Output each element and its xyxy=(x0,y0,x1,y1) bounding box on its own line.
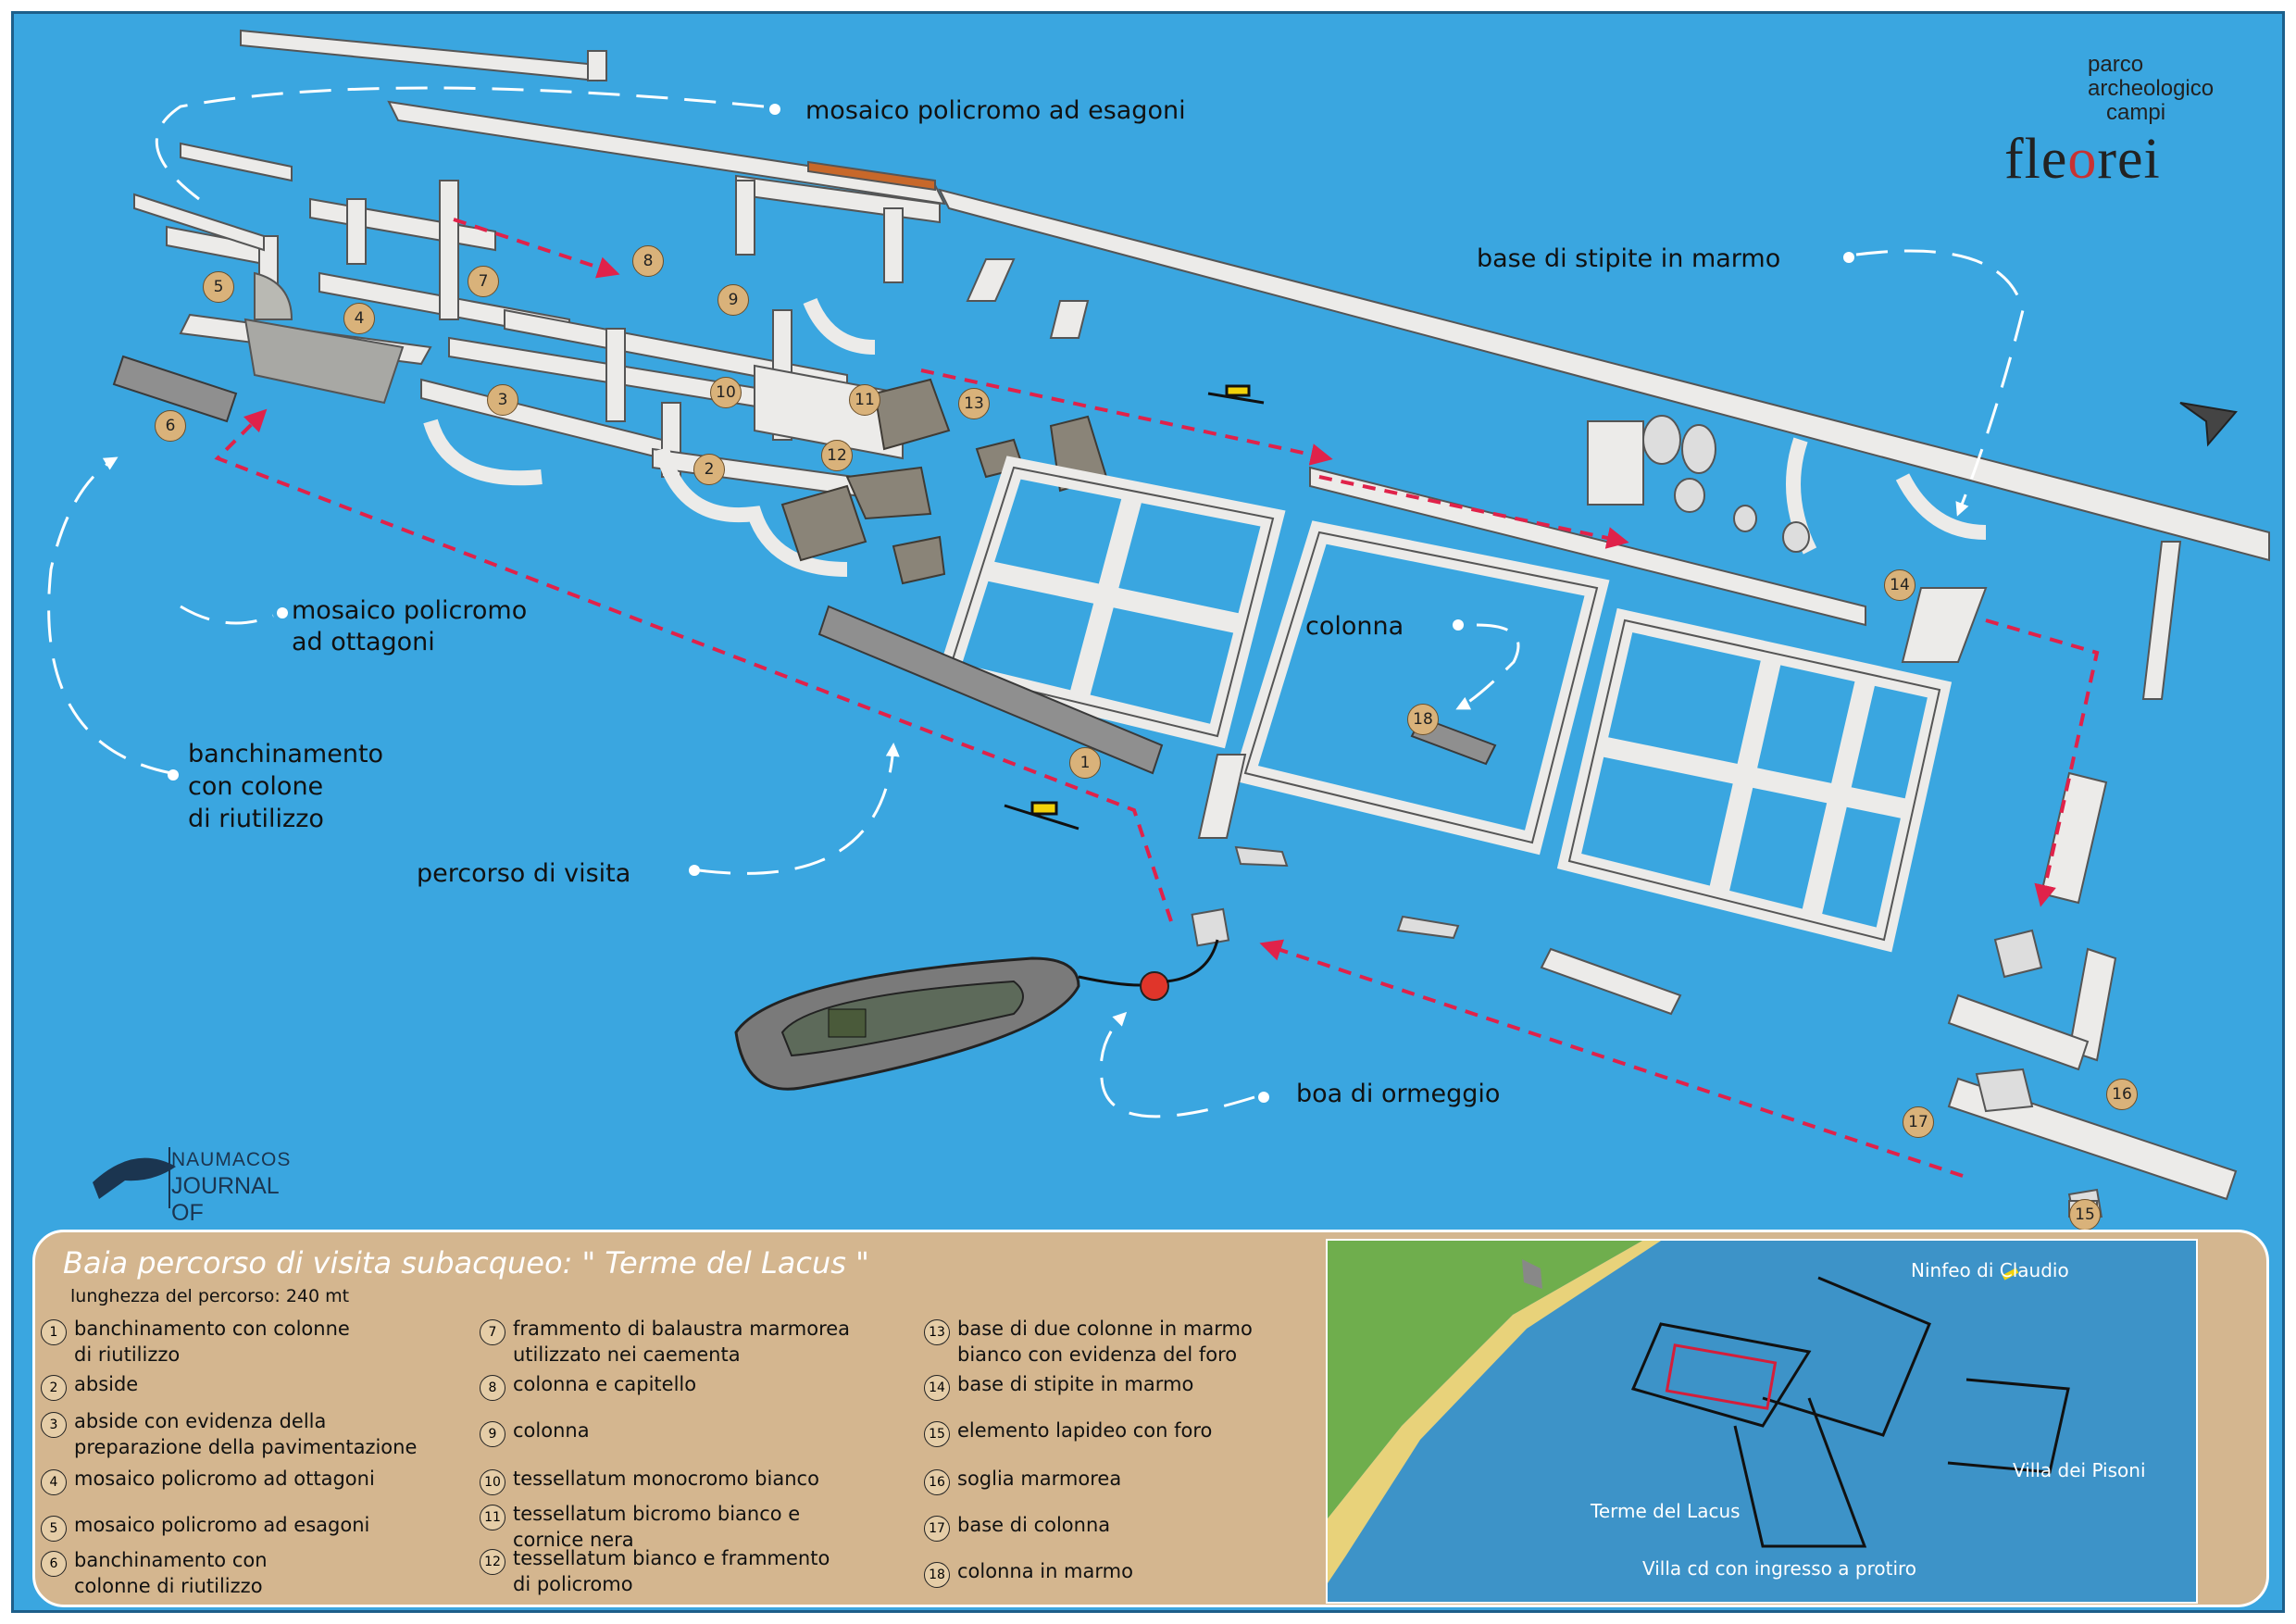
marker-11[interactable]: 11 xyxy=(849,384,880,416)
publisher-line-1: NAUMACOS xyxy=(171,1149,292,1170)
label-mosaico-esagoni: mosaico policromo ad esagoni xyxy=(805,96,1186,125)
map-frame: mosaico policromo ad esagoni base di sti… xyxy=(11,11,2285,1613)
route-length: lunghezza del percorso: 240 mt xyxy=(70,1286,350,1306)
overview-inset-map[interactable]: Ninfeo di Claudio Villa dei Pisoni Terme… xyxy=(1326,1239,2198,1604)
diver-icon xyxy=(1004,384,1265,831)
marker-10[interactable]: 10 xyxy=(710,377,742,408)
label-banchinamento-3: di riutilizzo xyxy=(188,805,324,833)
marker-18[interactable]: 18 xyxy=(1407,704,1439,735)
guide-lines xyxy=(47,86,2025,1118)
inset-label-terme: Terme del Lacus xyxy=(1591,1500,1741,1522)
label-mosaico-ottagoni-1: mosaico policromo xyxy=(292,596,528,625)
logo-line-2: archeologico xyxy=(2088,76,2215,101)
marker-17[interactable]: 17 xyxy=(1903,1106,1934,1138)
eastern-structures xyxy=(966,258,2238,1201)
site-plan xyxy=(47,29,2270,1218)
inset-label-pisoni: Villa dei Pisoni xyxy=(2013,1459,2146,1481)
label-colonna: colonna xyxy=(1305,612,1404,641)
visit-route xyxy=(214,218,2100,1178)
mooring-buoy-icon xyxy=(1140,971,1169,1001)
marker-4[interactable]: 4 xyxy=(343,303,375,334)
marker-6[interactable]: 6 xyxy=(155,410,186,442)
label-banchinamento-1: banchinamento xyxy=(188,740,384,768)
logo-line-3: campi xyxy=(2106,100,2166,125)
marker-14[interactable]: 14 xyxy=(1884,569,1915,601)
marker-3[interactable]: 3 xyxy=(487,384,518,416)
label-boa: boa di ormeggio xyxy=(1296,1080,1501,1108)
label-mosaico-ottagoni-2: ad ottagoni xyxy=(292,628,435,656)
marker-13[interactable]: 13 xyxy=(958,388,990,419)
north-arrow-icon xyxy=(2179,402,2238,447)
dolphin-icon xyxy=(93,1157,176,1199)
inset-label-ninfeo: Ninfeo di Claudio xyxy=(1911,1259,2069,1281)
marker-16[interactable]: 16 xyxy=(2106,1079,2138,1110)
logo-name: fleorei xyxy=(2004,128,2161,191)
panel-title: Baia percorso di visita subacqueo: " Ter… xyxy=(63,1245,869,1280)
guide-dots xyxy=(168,104,1854,1103)
stones xyxy=(1191,415,2103,1218)
label-base-stipite: base di stipite in marmo xyxy=(1477,244,1781,273)
legend-panel: Baia percorso di visita subacqueo: " Ter… xyxy=(32,1230,2269,1607)
marker-7[interactable]: 7 xyxy=(468,266,499,297)
park-logo: parco archeologico campi fleorei xyxy=(2004,53,2217,229)
north-wall xyxy=(240,29,2270,562)
marker-12[interactable]: 12 xyxy=(821,440,853,471)
boat-icon xyxy=(734,956,1080,1091)
marker-1[interactable]: 1 xyxy=(1069,747,1101,779)
label-banchinamento-2: con colone xyxy=(188,772,324,801)
marker-15[interactable]: 15 xyxy=(2069,1199,2101,1230)
marker-5[interactable]: 5 xyxy=(203,271,234,303)
central-grid-edges xyxy=(947,466,1941,942)
inset-graphic xyxy=(1328,1241,2070,1583)
logo-line-1: parco xyxy=(2088,52,2144,77)
mosaic-floor xyxy=(254,271,293,320)
marker-9[interactable]: 9 xyxy=(718,284,749,316)
label-percorso: percorso di visita xyxy=(417,859,631,888)
marker-8[interactable]: 8 xyxy=(632,245,664,277)
marker-2[interactable]: 2 xyxy=(693,454,725,485)
inset-label-villa: Villa cd con ingresso a protiro xyxy=(1642,1557,1917,1580)
